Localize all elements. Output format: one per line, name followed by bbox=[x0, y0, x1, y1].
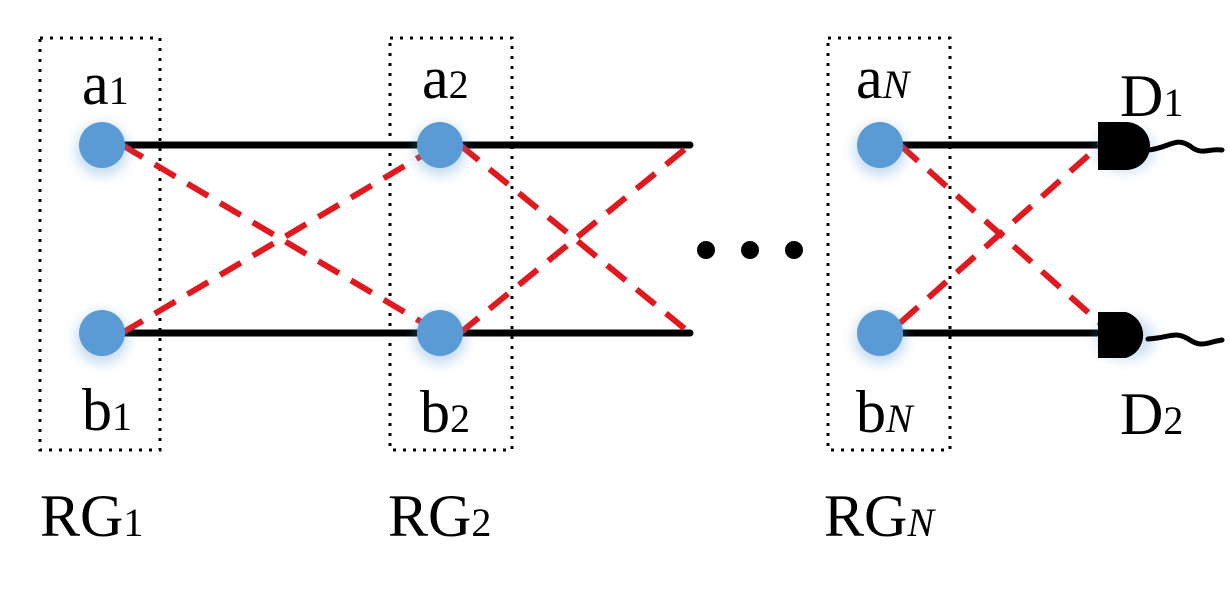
node-b1 bbox=[76, 310, 128, 364]
dashed-line-bn-d1 bbox=[898, 142, 1102, 326]
label-a2: a2 bbox=[422, 45, 469, 111]
dashed-line-a2-out bbox=[458, 142, 692, 336]
label-rg2: RG2 bbox=[388, 483, 491, 549]
ellipsis-icon bbox=[697, 241, 803, 259]
label-rgn: RGN bbox=[824, 483, 936, 549]
label-d1: D1 bbox=[1120, 63, 1183, 129]
node-a1 bbox=[76, 122, 128, 176]
node-bn bbox=[854, 310, 906, 364]
label-d2: D2 bbox=[1120, 381, 1183, 447]
dashed-line-a1-b2 bbox=[120, 142, 442, 336]
group-box-rgn bbox=[826, 36, 952, 452]
label-b1: b1 bbox=[82, 377, 132, 443]
dashed-line-b2-out bbox=[458, 142, 692, 336]
label-rg1: RG1 bbox=[40, 483, 143, 549]
node-an bbox=[854, 122, 906, 176]
detector-d1-icon bbox=[1095, 122, 1225, 172]
label-bn: bN bbox=[856, 379, 915, 445]
label-a1: a1 bbox=[82, 51, 129, 117]
node-b2 bbox=[414, 310, 466, 364]
node-a2 bbox=[414, 122, 466, 176]
group-box-rg2 bbox=[388, 36, 514, 452]
label-b2: b2 bbox=[420, 379, 470, 445]
dashed-line-b1-a2 bbox=[120, 142, 442, 336]
group-box-rg1 bbox=[38, 36, 162, 452]
label-an: aN bbox=[856, 45, 912, 111]
detector-d2-icon bbox=[1095, 312, 1225, 360]
